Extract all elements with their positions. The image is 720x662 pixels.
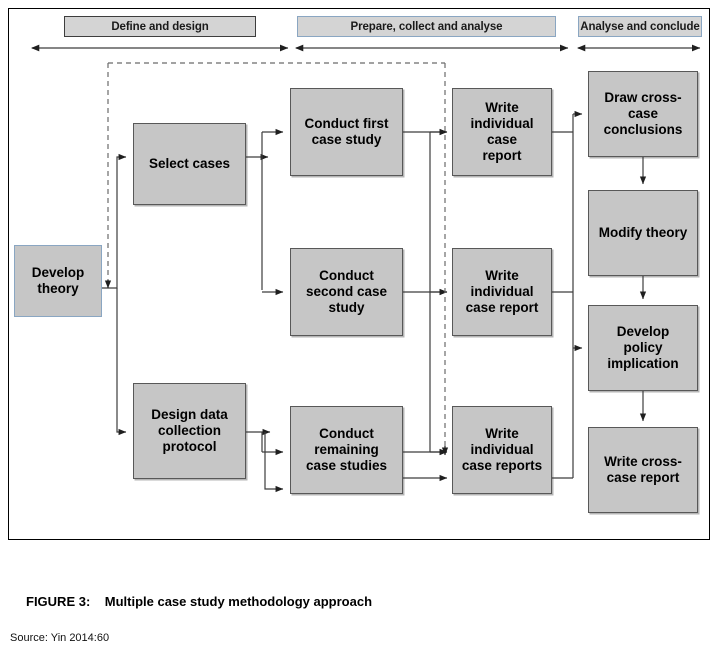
node-draw-cross-case-conclusions-line-3: conclusions xyxy=(603,121,683,137)
node-modify-theory-line-1: Modify theory xyxy=(598,225,688,241)
node-design-data-collection-protocol-line-3: protocol xyxy=(162,438,217,454)
node-develop-theory-line-2: theory xyxy=(37,281,79,296)
node-conduct-second-case-study: Conduct second case study xyxy=(290,248,403,336)
node-conduct-remaining-case-studies-line-3: case studies xyxy=(305,457,388,473)
node-develop-policy-implication-line-3: implication xyxy=(607,355,679,371)
node-write-individual-case-reports-3-line-2: individual xyxy=(470,442,534,458)
node-write-individual-case-report-2-line-1: Write xyxy=(485,268,519,284)
node-conduct-remaining-case-studies-line-1: Conduct xyxy=(319,426,374,442)
node-write-individual-case-report-2-line-2: individual xyxy=(470,284,534,300)
figure-caption-title: Multiple case study methodology approach xyxy=(104,594,373,609)
phase-band-label-define-and-design: Define and design xyxy=(111,20,209,33)
node-conduct-second-case-study-line-1: Conduct xyxy=(319,268,374,284)
phase-band-define-and-design: Define and design xyxy=(64,16,256,37)
node-draw-cross-case-conclusions-line-1: Draw cross- xyxy=(604,90,682,106)
node-modify-theory: Modify theory xyxy=(588,190,698,276)
node-develop-policy-implication-line-1: Develop xyxy=(616,324,670,340)
node-conduct-second-case-study-line-2: second case xyxy=(305,284,388,300)
node-develop-theory-line-1: Develop xyxy=(31,265,85,281)
phase-band-label-prepare-collect-analyse: Prepare, collect and analyse xyxy=(350,20,503,33)
node-conduct-first-case-study: Conduct first case study xyxy=(290,88,403,176)
node-design-data-collection-protocol-line-2: collection xyxy=(157,423,221,439)
node-select-cases: Select cases xyxy=(133,123,246,205)
node-design-data-collection-protocol: Design data collection protocol xyxy=(133,383,246,479)
phase-band-label-analyse-and-conclude: Analyse and conclude xyxy=(580,20,700,33)
node-develop-policy-implication-line-2: policy xyxy=(623,340,663,356)
node-write-individual-case-report-1-line-1: Write xyxy=(485,100,519,116)
node-write-individual-case-reports-3-line-3: case reports xyxy=(461,457,543,473)
node-develop-policy-implication: Develop policy implication xyxy=(588,305,698,391)
node-draw-cross-case-conclusions-line-2: case xyxy=(627,106,659,122)
node-develop-theory: Develop theory xyxy=(14,245,102,317)
node-write-individual-case-report-2: Write individual case report xyxy=(452,248,552,336)
node-conduct-remaining-case-studies: Conduct remaining case studies xyxy=(290,406,403,494)
phase-band-analyse-and-conclude: Analyse and conclude xyxy=(578,16,702,37)
node-design-data-collection-protocol-line-1: Design data xyxy=(151,407,228,423)
node-conduct-first-case-study-line-2: case study xyxy=(311,132,382,147)
node-write-cross-case-report-line-2: case report xyxy=(606,470,680,485)
node-write-cross-case-report-line-1: Write cross- xyxy=(604,454,682,470)
node-draw-cross-case-conclusions: Draw cross- case conclusions xyxy=(588,71,698,157)
node-write-individual-case-report-1-line-3: report xyxy=(482,147,522,163)
figure-caption: FIGURE 3: Multiple case study methodolog… xyxy=(26,594,372,609)
node-conduct-first-case-study-line-1: Conduct first xyxy=(304,116,389,132)
node-write-individual-case-report-1-line-2: individual case xyxy=(470,116,534,147)
figure-source: Source: Yin 2014:60 xyxy=(10,632,110,644)
node-conduct-second-case-study-line-3: study xyxy=(328,299,365,315)
node-write-individual-case-reports-3-line-1: Write xyxy=(485,426,519,442)
figure-caption-label: FIGURE 3: xyxy=(26,594,91,609)
node-write-individual-case-report-2-line-3: case report xyxy=(465,299,539,315)
phase-band-prepare-collect-analyse: Prepare, collect and analyse xyxy=(297,16,556,37)
node-select-cases-line-1: Select cases xyxy=(148,156,231,172)
node-write-individual-case-reports-3: Write individual case reports xyxy=(452,406,552,494)
node-write-cross-case-report: Write cross- case report xyxy=(588,427,698,513)
node-write-individual-case-report-1: Write individual case report xyxy=(452,88,552,176)
node-conduct-remaining-case-studies-line-2: remaining xyxy=(314,442,379,458)
